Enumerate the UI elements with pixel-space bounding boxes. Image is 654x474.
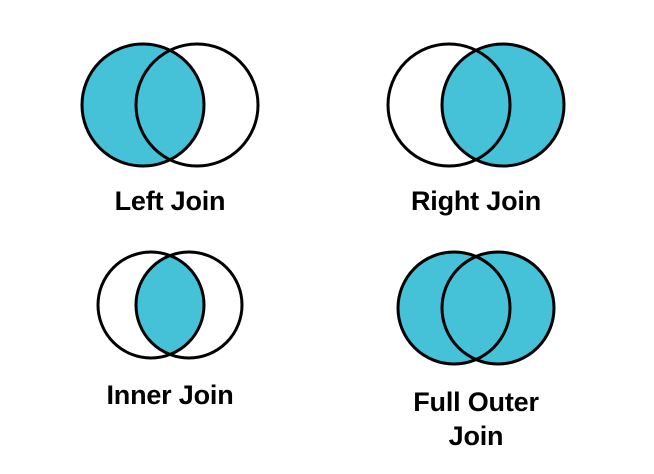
full-outer-join-right-circle (442, 252, 554, 364)
right-join-label: Right Join (411, 186, 541, 216)
full-outer-join-venn (368, 248, 584, 368)
left-join-right-circle-outline (134, 42, 260, 168)
inner-join-svg (96, 250, 244, 360)
full-outer-join-left-circle-outline (396, 250, 512, 366)
inner-join-right-circle-outline (134, 250, 244, 360)
diagram-full-outer-join: Full Outer Join (368, 248, 584, 454)
full-outer-join-label: Full Outer Join (413, 387, 539, 451)
left-join-label: Left Join (114, 186, 226, 216)
right-join-svg (386, 42, 566, 168)
inner-join-left-circle-outline (96, 250, 206, 360)
full-outer-join-right-circle-outline (440, 250, 556, 366)
inner-join-label: Inner Join (106, 380, 234, 410)
diagram-left-join: Left Join (62, 40, 278, 217)
inner-join-venn (62, 248, 278, 362)
right-join-right-circle-outline (440, 42, 566, 168)
full-outer-join-svg (396, 250, 556, 366)
diagram-right-join: Right Join (368, 40, 584, 217)
inner-join-overlap (136, 252, 204, 358)
left-join-left-circle-outline (80, 42, 206, 168)
left-join-svg (80, 42, 260, 168)
left-join-overlap (136, 44, 204, 166)
diagram-inner-join: Inner Join (62, 248, 278, 411)
left-join-venn (62, 40, 278, 170)
right-join-left-circle-outline (386, 42, 512, 168)
right-join-overlap (442, 44, 510, 166)
right-join-venn (368, 40, 584, 170)
